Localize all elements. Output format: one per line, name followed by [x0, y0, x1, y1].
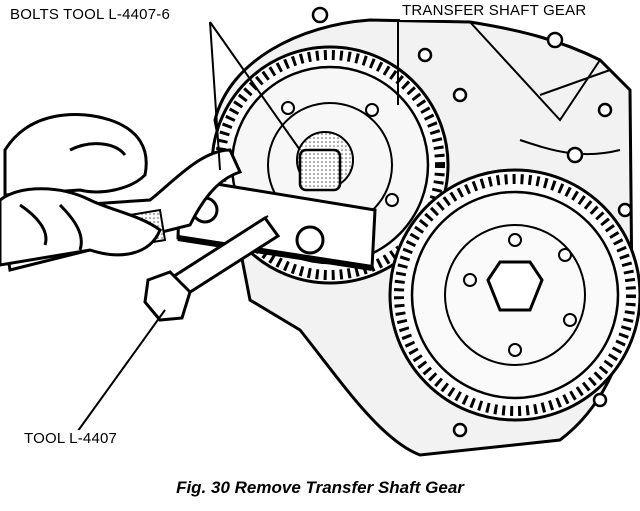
callout-tool: TOOL L-4407	[22, 430, 120, 448]
technical-illustration	[0, 6, 640, 457]
screw-head	[143, 270, 192, 322]
bolt-right	[295, 225, 325, 255]
callout-bolts-tool: BOLTS TOOL L-4407-6	[8, 6, 172, 24]
leader-lines	[74, 20, 399, 436]
hand-lower	[0, 187, 162, 267]
forcing-screw	[143, 215, 281, 322]
lower-gear	[388, 168, 640, 422]
figure-caption: Fig. 30 Remove Transfer Shaft Gear	[176, 478, 464, 497]
hand-upper	[3, 112, 148, 197]
case-bolt-holes	[311, 6, 633, 438]
hex-hub	[486, 260, 544, 312]
callout-transfer-shaft-gear: TRANSFER SHAFT GEAR	[400, 2, 589, 20]
